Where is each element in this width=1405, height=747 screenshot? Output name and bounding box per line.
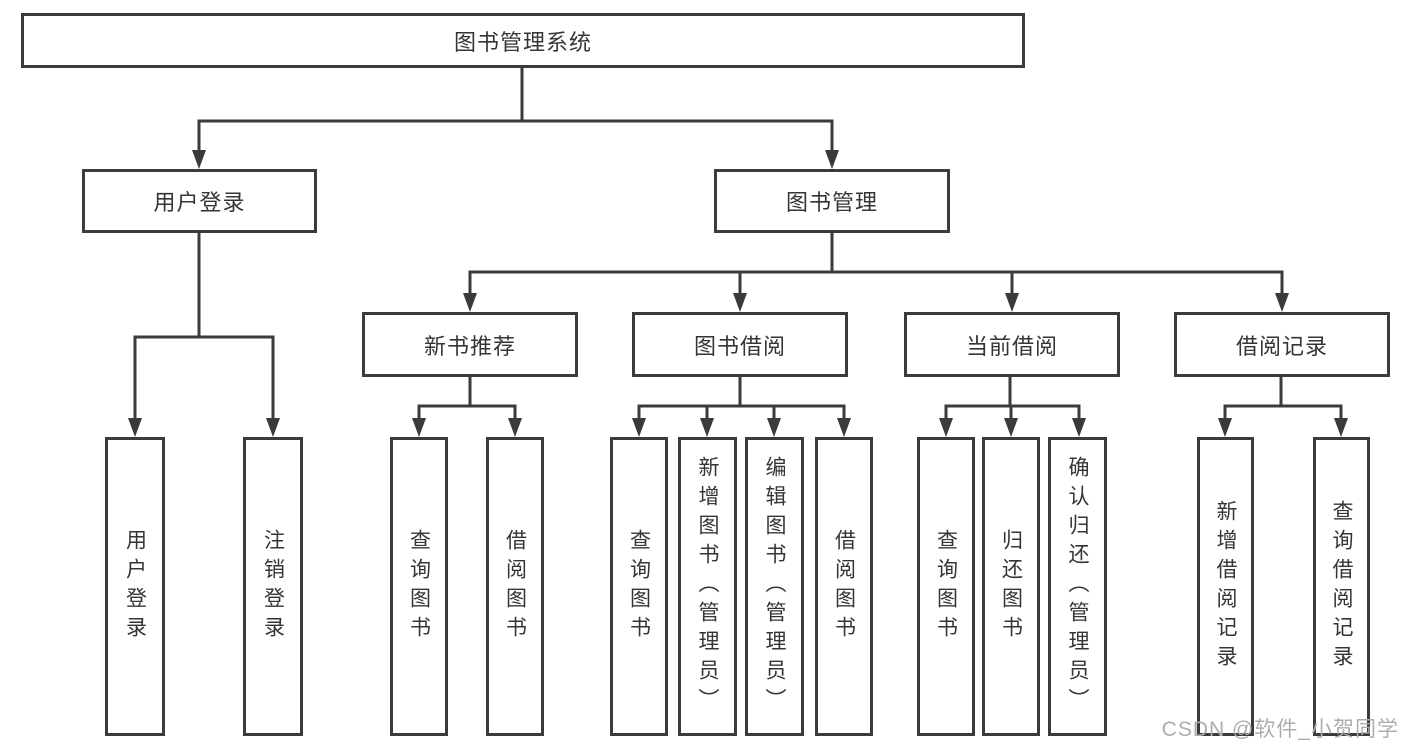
leaf-user-login-label: 用户登录 xyxy=(123,528,147,645)
node-new-book-recommend-label: 新书推荐 xyxy=(423,333,516,359)
leaf-cb-confirm-return-admin-label: 确认归还（管理员） xyxy=(1066,456,1089,717)
leaf-rec-borrow-books: 借阅图书 xyxy=(486,437,544,736)
node-root-system-label: 图书管理系统 xyxy=(453,29,592,55)
leaf-bb-add-books-admin-label: 新增图书（管理员） xyxy=(696,456,719,717)
node-current-borrowing: 当前借阅 xyxy=(904,312,1120,377)
node-new-book-recommend: 新书推荐 xyxy=(362,312,578,377)
leaf-br-add-record-label: 新增借阅记录 xyxy=(1214,499,1237,674)
leaf-cb-return-books: 归还图书 xyxy=(982,437,1040,736)
leaf-bb-query-books: 查询图书 xyxy=(610,437,668,736)
leaf-cb-query-books-label: 查询图书 xyxy=(934,528,958,645)
leaf-rec-query-books: 查询图书 xyxy=(390,437,448,736)
node-book-management-label: 图书管理 xyxy=(785,190,878,215)
leaf-bb-query-books-label: 查询图书 xyxy=(627,528,651,645)
leaf-br-add-record: 新增借阅记录 xyxy=(1197,437,1254,736)
leaf-rec-borrow-books-label: 借阅图书 xyxy=(503,528,527,645)
leaf-logout-label: 注销登录 xyxy=(261,528,285,645)
node-book-borrowing: 图书借阅 xyxy=(632,312,848,377)
leaf-rec-query-books-label: 查询图书 xyxy=(407,528,431,645)
leaf-br-query-record: 查询借阅记录 xyxy=(1313,437,1370,736)
leaf-user-login: 用户登录 xyxy=(105,437,165,736)
node-book-borrowing-label: 图书借阅 xyxy=(693,333,786,359)
leaf-bb-add-books-admin: 新增图书（管理员） xyxy=(678,437,737,736)
csdn-watermark: CSDN @软件_小贺同学 xyxy=(1161,718,1399,741)
node-user-login-group-label: 用户登录 xyxy=(153,190,246,215)
leaf-cb-confirm-return-admin: 确认归还（管理员） xyxy=(1048,437,1107,736)
node-borrowing-records-label: 借阅记录 xyxy=(1235,333,1328,359)
leaf-cb-return-books-label: 归还图书 xyxy=(999,528,1023,645)
leaf-cb-query-books: 查询图书 xyxy=(917,437,975,736)
node-user-login-group: 用户登录 xyxy=(82,169,317,233)
node-current-borrowing-label: 当前借阅 xyxy=(965,333,1058,359)
leaf-bb-borrow-books: 借阅图书 xyxy=(815,437,873,736)
leaf-bb-borrow-books-label: 借阅图书 xyxy=(832,528,856,645)
leaf-br-query-record-label: 查询借阅记录 xyxy=(1330,499,1353,674)
node-book-management: 图书管理 xyxy=(714,169,950,233)
leaf-logout: 注销登录 xyxy=(243,437,303,736)
node-root-system: 图书管理系统 xyxy=(21,13,1025,68)
leaf-bb-edit-books-admin-label: 编辑图书（管理员） xyxy=(763,456,786,717)
leaf-bb-edit-books-admin: 编辑图书（管理员） xyxy=(745,437,804,736)
node-borrowing-records: 借阅记录 xyxy=(1174,312,1390,377)
